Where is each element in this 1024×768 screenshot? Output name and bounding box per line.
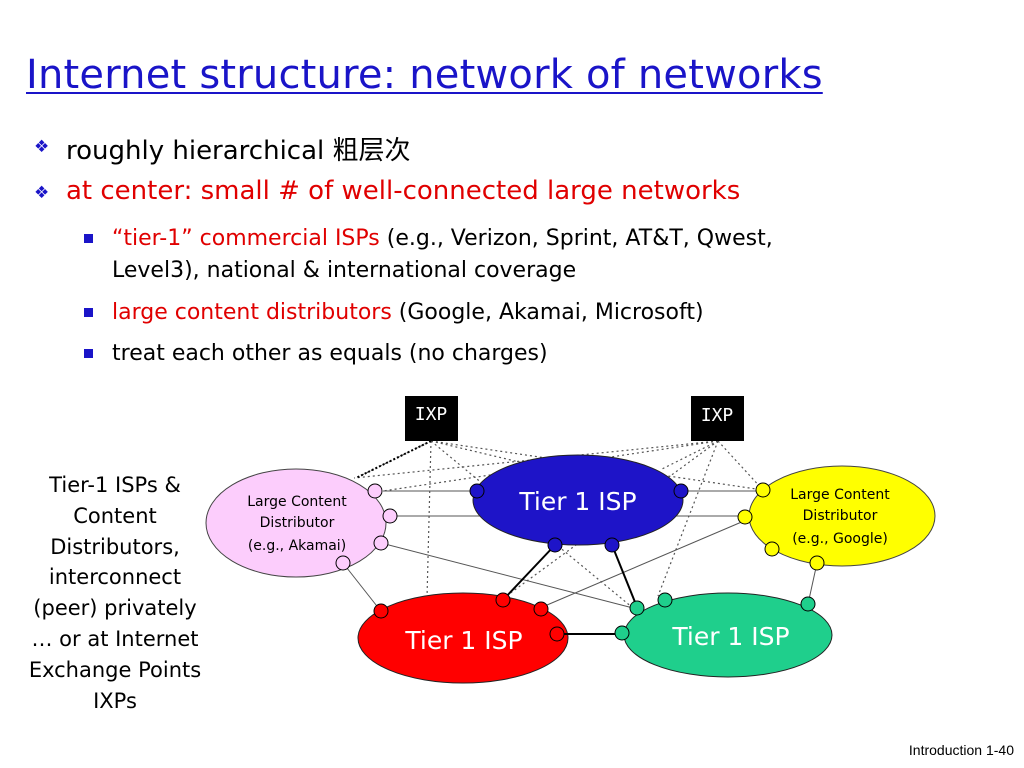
router-node	[614, 625, 630, 641]
sub-bullet-rest: (Google, Akamai, Microsoft)	[391, 300, 704, 325]
side-caption-line: Content	[73, 503, 157, 528]
side-caption-line: interconnect	[48, 565, 182, 590]
sub-bullet-rest: (e.g., Verizon, Sprint, AT&T, Qwest,	[379, 226, 773, 251]
link	[539, 514, 759, 609]
ixp-left-box	[405, 396, 458, 441]
link	[430, 440, 764, 491]
router-node	[533, 601, 549, 617]
router-node	[800, 596, 816, 612]
sub-bullet-equals: treat each other as equals (no charges)	[112, 338, 548, 370]
routers	[335, 482, 825, 642]
diamond-bullet-icon: ❖	[34, 137, 50, 157]
tier1-internal-links	[502, 544, 638, 635]
side-caption: Tier-1 ISPs & Content Distributors, inte…	[4, 470, 226, 716]
diamond-bullet-icon: ❖	[34, 183, 50, 203]
router-node	[549, 626, 565, 642]
tier1-left-shape	[357, 592, 569, 684]
square-bullet-icon	[84, 308, 93, 317]
tier1-top-shape	[472, 454, 684, 546]
side-caption-line: Exchange Points	[28, 657, 202, 682]
sub-bullet-content-distributors: large content distributors (Google, Akam…	[112, 297, 704, 329]
side-caption-line: … or at Internet	[31, 626, 199, 651]
side-caption-line: Distributors,	[50, 534, 180, 559]
link	[611, 544, 638, 608]
square-bullet-icon	[84, 349, 93, 358]
lcd-left-line3: (e.g., Akamai)	[248, 538, 346, 554]
router-node	[809, 555, 825, 571]
slide-title: Internet structure: network of networks	[26, 52, 823, 98]
sub-bullet-tier1-isps: “tier-1” commercial ISPs (e.g., Verizon,…	[112, 223, 773, 287]
link	[659, 440, 719, 471]
tier1-left-label: Tier 1 ISP	[404, 626, 522, 655]
bullet-cjk-text: 粗层次	[332, 136, 411, 166]
tier1-top-label: Tier 1 ISP	[518, 487, 636, 516]
link	[382, 440, 719, 492]
link	[353, 440, 719, 479]
router-node	[367, 483, 383, 499]
router-node	[495, 592, 511, 608]
router-node	[737, 509, 753, 525]
tier1-right-label: Tier 1 ISP	[671, 622, 789, 651]
side-caption-line: Tier-1 ISPs &	[49, 473, 181, 497]
router-node	[382, 508, 398, 524]
lcd-right-line2: Distributor	[803, 508, 878, 524]
router-node	[657, 592, 673, 608]
lcd-right-line1: Large Content	[790, 487, 890, 503]
lcd-right-line3: (e.g., Google)	[792, 531, 888, 547]
bullet-roughly-hierarchical: roughly hierarchical 粗层次	[66, 130, 411, 167]
router-node	[673, 483, 689, 499]
router-node	[764, 541, 780, 557]
sub-bullet-rest: treat each other as equals (no charges)	[112, 341, 548, 366]
sub-bullet-highlight: large content distributors	[112, 300, 392, 325]
link	[426, 440, 432, 599]
router-node	[604, 537, 620, 553]
sub-bullet-line2: Level3), national & international covera…	[112, 258, 577, 283]
router-node	[469, 483, 485, 499]
lcd-left-line2: Distributor	[260, 515, 335, 531]
router-node	[373, 535, 389, 551]
slide-footer: Introduction 1-40	[908, 742, 1014, 758]
router-node	[335, 555, 351, 571]
lcd-left-shape	[205, 468, 387, 578]
bullet-text: roughly hierarchical	[66, 136, 325, 166]
side-caption-line: IXPs	[93, 688, 137, 713]
ixp-link-to-akamai	[355, 440, 432, 479]
ixp-left-label: IXP	[415, 404, 448, 425]
side-caption-line: (peer) privately	[33, 596, 197, 621]
link	[502, 544, 556, 601]
ixp-right-label: IXP	[701, 405, 734, 426]
bullet-at-center: at center: small # of well-connected lar…	[66, 176, 741, 206]
sub-bullet-highlight: “tier-1” commercial ISPs	[112, 226, 380, 251]
router-node	[373, 603, 389, 619]
link	[504, 440, 719, 598]
router-node	[629, 600, 645, 616]
router-node	[547, 537, 563, 553]
router-node	[755, 482, 771, 498]
link	[342, 562, 381, 611]
lcd-left-line1: Large Content	[247, 494, 347, 510]
ixp-right-box	[691, 396, 744, 441]
link	[380, 542, 634, 609]
square-bullet-icon	[84, 234, 93, 243]
link	[717, 440, 764, 491]
